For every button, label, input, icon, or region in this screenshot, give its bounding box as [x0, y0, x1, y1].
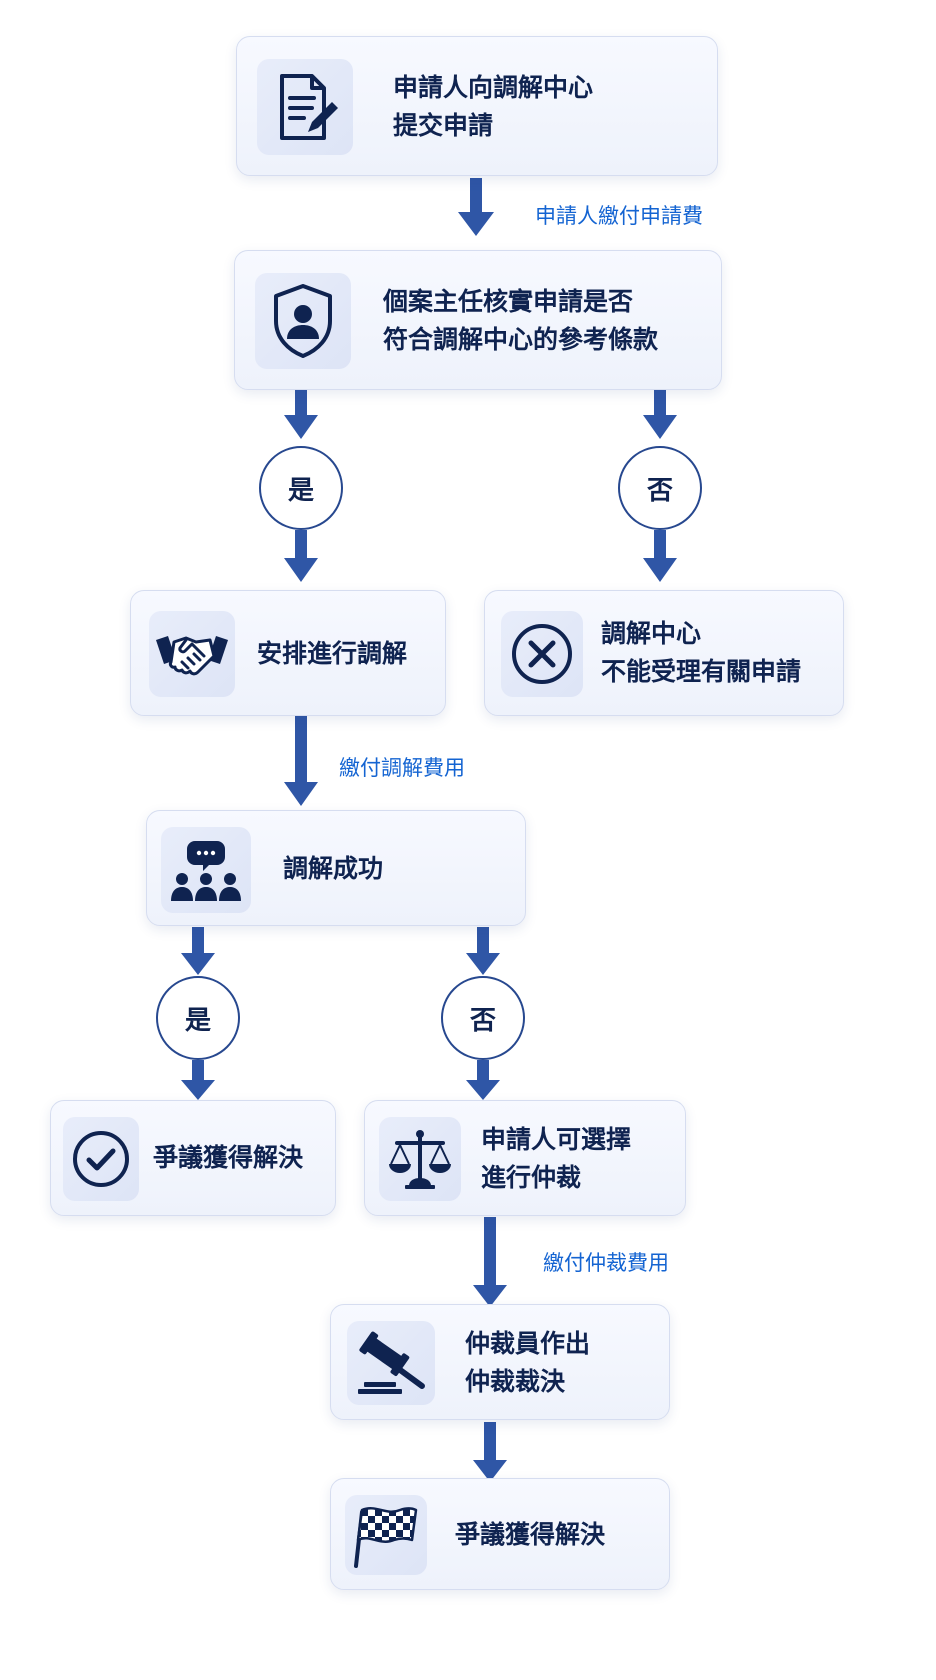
arrow-arrange-to-success: [284, 716, 318, 806]
arrow-no-to-reject: [643, 530, 677, 582]
node-verify-line1: 個案主任核實申請是否: [383, 287, 634, 316]
arrow-success-to-no: [466, 927, 500, 975]
node-dispute-resolved-a: 爭議獲得解決: [50, 1100, 336, 1216]
edge-label-arbitration-fee: 繳付仲裁費用: [543, 1251, 669, 1275]
node-reject-line2: 不能受理有關申請: [601, 657, 802, 686]
decision-verify-no: 否: [618, 446, 702, 530]
node-success-line1: 調解成功: [283, 854, 384, 883]
check-circle-icon: [63, 1117, 139, 1201]
node-submit-line1: 申請人向調解中心: [393, 73, 594, 102]
node-arbitral-award: 仲裁員作出 仲裁裁決: [330, 1304, 670, 1420]
arrow-success-to-yes: [181, 927, 215, 975]
node-dispute-resolved-b: 爭議獲得解決: [330, 1478, 670, 1590]
arrow-arbitration-to-award: [473, 1217, 507, 1307]
node-submit-line2: 提交申請: [393, 111, 494, 140]
decision-success-no: 否: [441, 976, 525, 1060]
node-verify-line2: 符合調解中心的參考條款: [383, 325, 659, 354]
gavel-icon: [347, 1321, 435, 1405]
node-resolved-b-line1: 爭議獲得解決: [455, 1520, 606, 1549]
checkered-flag-icon: [345, 1495, 427, 1575]
arrow-award-to-resolved: [473, 1422, 507, 1482]
decision-verify-yes: 是: [259, 446, 343, 530]
arrow-yes-to-arrange: [284, 530, 318, 582]
scales-icon: [379, 1117, 461, 1201]
node-award-line1: 仲裁員作出: [465, 1329, 591, 1358]
node-arbitration-line2: 進行仲裁: [481, 1163, 582, 1192]
group-chat-icon: [161, 827, 251, 913]
node-arrange-line1: 安排進行調解: [257, 639, 408, 668]
shield-person-icon: [255, 273, 351, 369]
arrow-yes-to-resolved: [181, 1060, 215, 1100]
arrow-no-to-arbitration: [466, 1060, 500, 1100]
node-mediation-success: 調解成功: [146, 810, 526, 926]
decision-success-yes: 是: [156, 976, 240, 1060]
node-reject-application: 調解中心 不能受理有關申請: [484, 590, 844, 716]
node-arbitration-line1: 申請人可選擇: [481, 1125, 632, 1154]
edge-label-application-fee: 申請人繳付申請費: [535, 204, 703, 228]
node-arrange-mediation: 安排進行調解: [130, 590, 446, 716]
node-reject-line1: 調解中心: [601, 619, 702, 648]
node-award-line2: 仲裁裁決: [465, 1367, 566, 1396]
arrow-verify-to-no: [643, 390, 677, 439]
x-circle-icon: [501, 611, 583, 697]
node-submit-application: 申請人向調解中心 提交申請: [236, 36, 718, 176]
edge-label-mediation-fee: 繳付調解費用: [339, 756, 465, 780]
document-edit-icon: [257, 59, 353, 155]
node-verify-application: 個案主任核實申請是否 符合調解中心的參考條款: [234, 250, 722, 390]
node-resolved-a-line1: 爭議獲得解決: [153, 1143, 304, 1172]
arrow-submit-to-verify: [458, 178, 494, 236]
arrow-verify-to-yes: [284, 390, 318, 439]
node-arbitration-option: 申請人可選擇 進行仲裁: [364, 1100, 686, 1216]
handshake-icon: [149, 611, 235, 697]
